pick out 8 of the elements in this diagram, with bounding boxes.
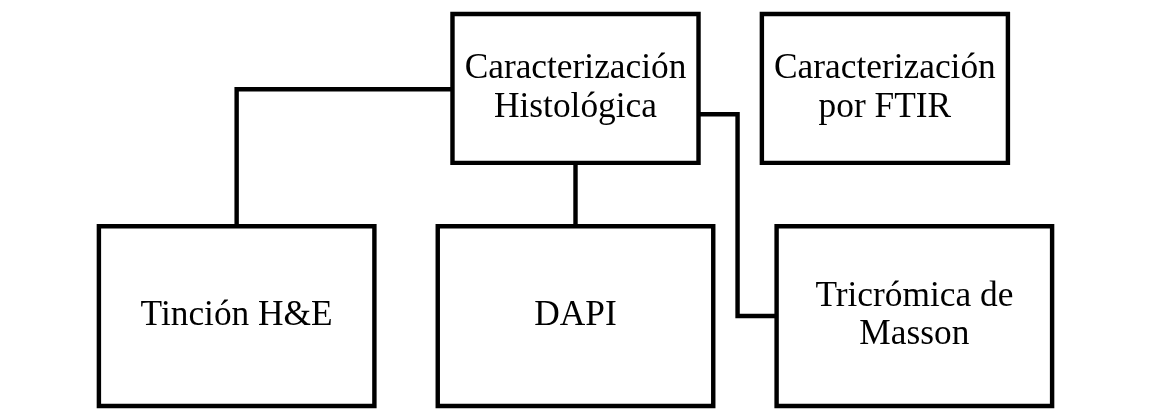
node-box: Tricrómica de Masson (774, 224, 1055, 409)
node-box: Caracterización Histológica (450, 11, 701, 166)
node-box: Tinción H&E (96, 224, 377, 409)
connector (698, 112, 777, 319)
node-box: Caracterización por FTIR (759, 11, 1011, 166)
connector (573, 163, 578, 226)
connector (234, 87, 453, 226)
node-box: DAPI (435, 224, 716, 409)
